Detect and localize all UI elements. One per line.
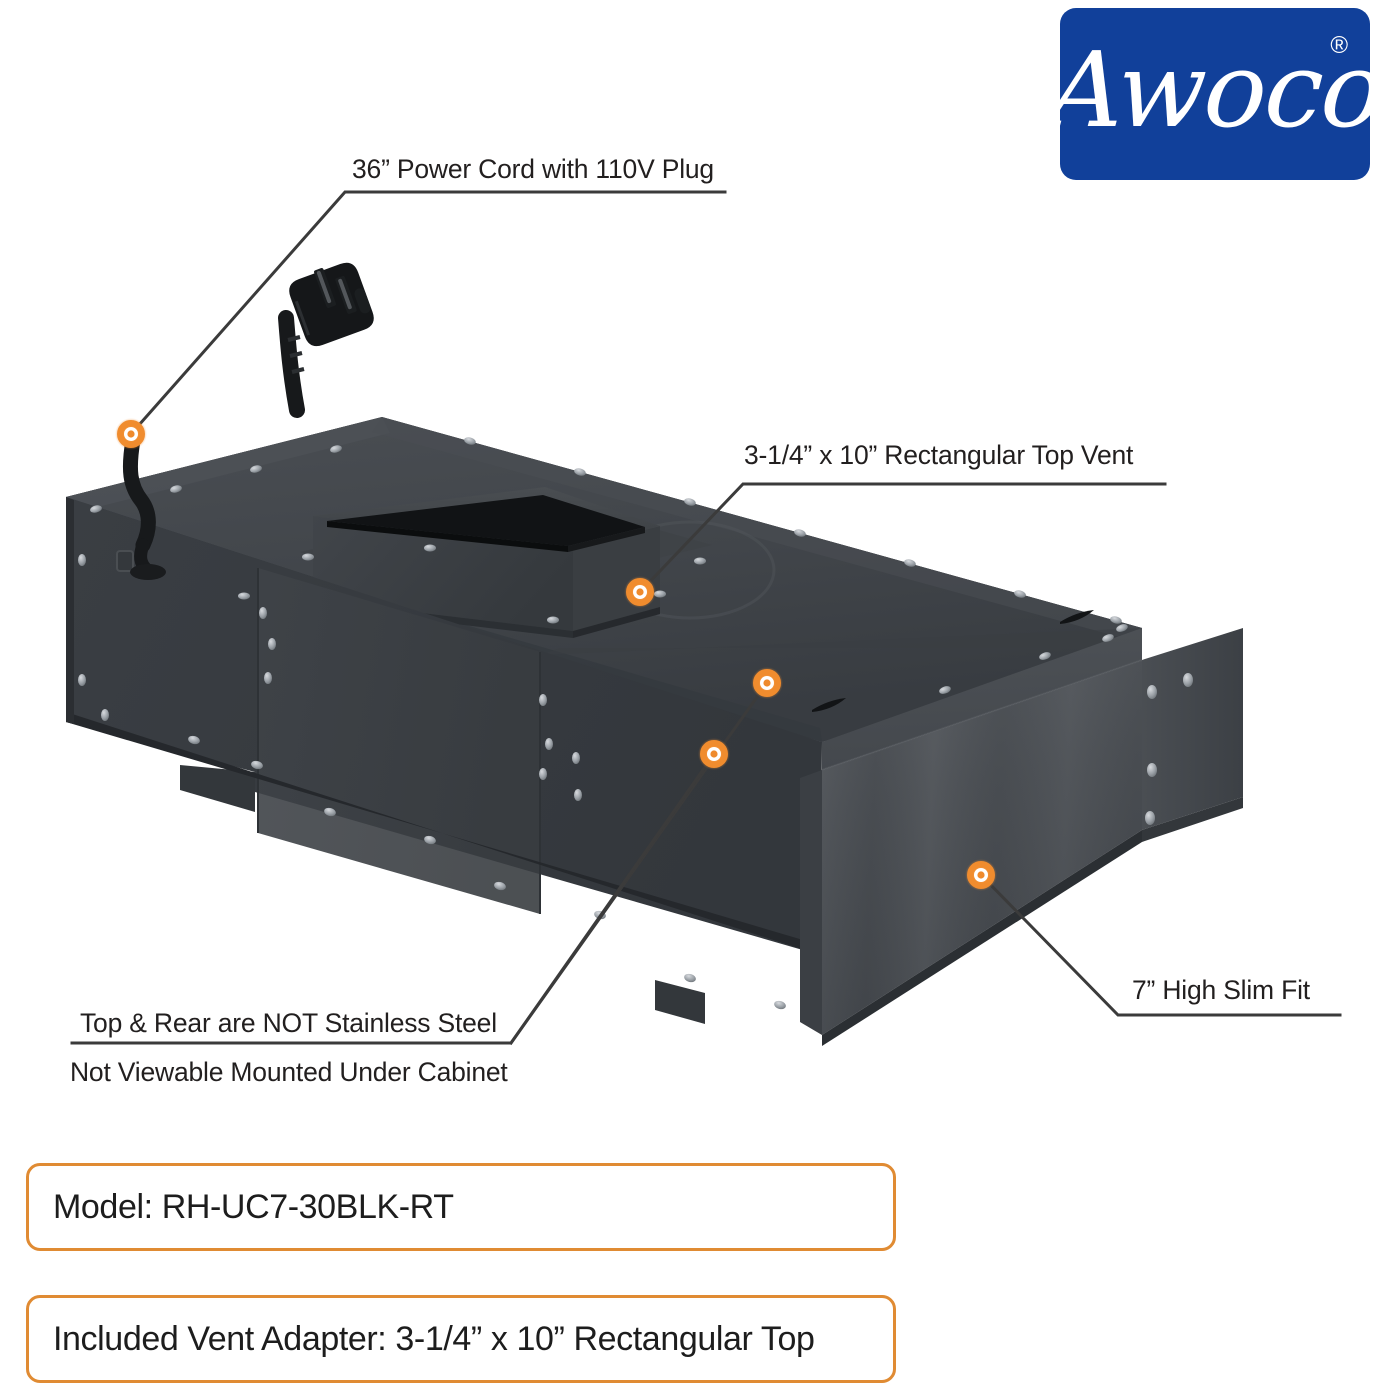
callout-marker-slim-fit[interactable] xyxy=(965,859,997,891)
callout-label-slim-fit: 7” High Slim Fit xyxy=(1132,975,1310,1005)
rectangular-top-vent xyxy=(300,487,712,638)
leader-slim-fit xyxy=(978,872,1342,1017)
plug-prongs xyxy=(314,268,371,315)
leader-not-viewable xyxy=(508,751,717,1046)
hood-rear-face xyxy=(66,497,822,1024)
brand-logo: Awoco ® xyxy=(1044,8,1386,180)
model-info-box: Model: RH-UC7-30BLK-RT xyxy=(26,1163,896,1251)
model-info-text: Model: RH-UC7-30BLK-RT xyxy=(53,1187,454,1226)
callout-label-top-vent: 3-1/4” x 10” Rectangular Top Vent xyxy=(744,440,1134,470)
rear-knockout xyxy=(116,550,134,572)
vent-adapter-info-box: Included Vent Adapter: 3-1/4” x 10” Rect… xyxy=(26,1295,896,1383)
callout-label-power-cord: 36” Power Cord with 110V Plug xyxy=(352,154,714,184)
leader-power-cord xyxy=(128,190,727,437)
leader-lines xyxy=(70,190,1342,1046)
screw-dots xyxy=(78,437,1193,1010)
callout-label-not-viewable: Not Viewable Mounted Under Cabinet xyxy=(70,1057,508,1087)
callout-markers xyxy=(115,418,997,891)
callout-marker-top-vent[interactable] xyxy=(624,576,656,608)
power-cord xyxy=(122,262,374,580)
vent-adapter-info-text: Included Vent Adapter: 3-1/4” x 10” Rect… xyxy=(53,1319,815,1358)
callout-marker-not-viewable[interactable] xyxy=(698,738,730,770)
hood-front-face xyxy=(800,628,1243,1046)
hood-left-end xyxy=(66,497,74,724)
grease-slot xyxy=(812,610,1094,712)
leader-top-vent xyxy=(637,482,1167,595)
callout-marker-power-cord[interactable] xyxy=(115,418,147,450)
callout-marker-not-stainless[interactable] xyxy=(751,667,783,699)
callout-label-not-stainless: Top & Rear are NOT Stainless Steel xyxy=(80,1008,497,1038)
registered-mark-icon: ® xyxy=(1330,32,1348,59)
